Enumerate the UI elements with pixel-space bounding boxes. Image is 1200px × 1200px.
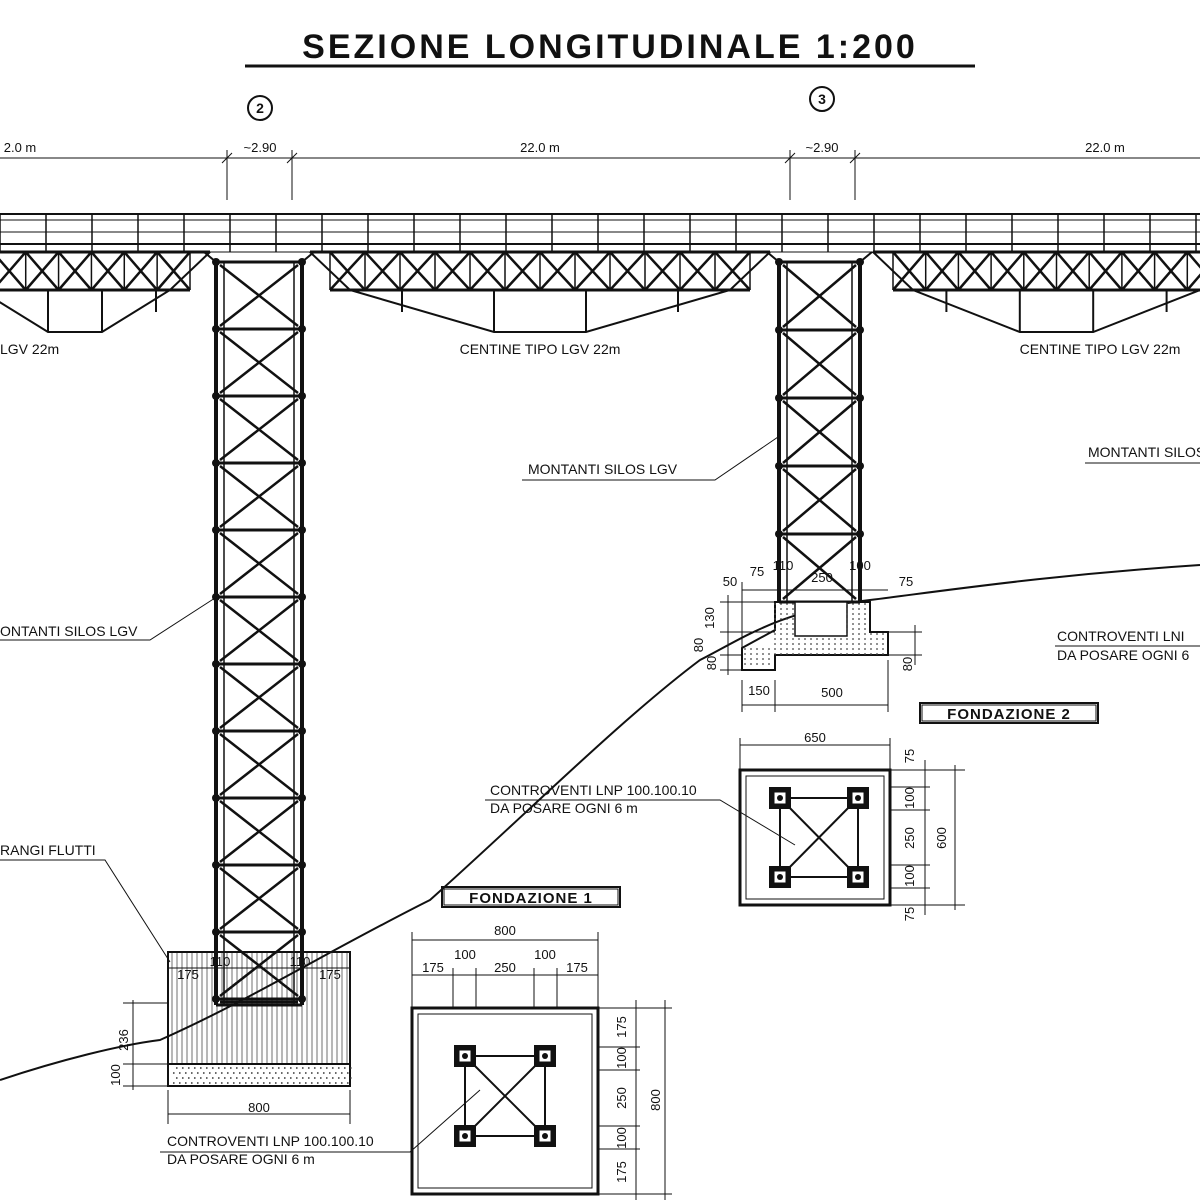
centine-mid-label: CENTINE TIPO LGV 22m	[460, 341, 621, 357]
f1-dim-r250: 250	[614, 1087, 629, 1109]
controventi-right-label-2: DA POSARE OGNI 6	[1057, 647, 1189, 663]
f2-dim-75a: 75	[902, 749, 917, 763]
f1-dim-175a: 175	[422, 960, 444, 975]
s1-dim-175a: 175	[177, 967, 199, 982]
drawing-title: SEZIONE LONGITUDINALE 1:200	[302, 28, 918, 66]
s1-dim-110b: 110	[290, 954, 311, 969]
fondazione-2-title: FONDAZIONE 2	[947, 706, 1071, 723]
axis-marker-3: 3	[809, 86, 835, 112]
controventi-mid-label-2: DA POSARE OGNI 6 m	[490, 800, 638, 816]
s2-dim-80a: 80	[691, 638, 706, 652]
montanti-right-label: MONTANTI SILOS	[1088, 444, 1200, 460]
fondazione-1-plan	[410, 932, 672, 1200]
montanti-left-leader	[0, 597, 216, 641]
pier-tower-3	[766, 251, 873, 604]
fondazione-1-title-box	[441, 886, 621, 908]
controventi-bot-label-2: DA POSARE OGNI 6 m	[167, 1151, 315, 1167]
svg-text:3: 3	[818, 91, 826, 107]
s2-dim-500: 500	[821, 685, 843, 700]
frangi-flutti-label: RANGI FLUTTI	[0, 842, 96, 858]
f2-dim-650: 650	[804, 730, 826, 745]
fondazione-1-title: FONDAZIONE 1	[469, 890, 593, 907]
f2-dim-75b: 75	[902, 907, 917, 921]
f1-dim-r100a: 100	[614, 1047, 629, 1069]
s1-dim-175b: 175	[319, 967, 341, 982]
pier-3-width-dim: ~2.90	[806, 140, 839, 155]
s2-dim-50: 50	[723, 574, 737, 589]
controventi-mid-leader	[485, 799, 796, 846]
svg-text:2: 2	[256, 100, 264, 116]
s2-dim-75a: 75	[750, 564, 764, 579]
montanti-left-label: ONTANTI SILOS LGV	[0, 623, 138, 639]
fondazione-2-plan	[738, 738, 965, 915]
f2-dim-100a: 100	[902, 787, 917, 809]
footing-section-2	[720, 582, 922, 712]
controventi-bot-label-1: CONTROVENTI LNP 100.100.10	[167, 1133, 374, 1149]
axis-marker-2: 2	[247, 95, 273, 121]
span-right-dim: 22.0 m	[1085, 140, 1125, 155]
controventi-bot-leader	[160, 1089, 481, 1153]
f2-dim-250: 250	[902, 827, 917, 849]
f1-dim-r800: 800	[648, 1089, 663, 1111]
f1-dim-r175a: 175	[614, 1016, 629, 1038]
centine-right-label: CENTINE TIPO LGV 22m	[1020, 341, 1181, 357]
footing-section-1	[123, 951, 352, 1124]
s1-dim-236: 236	[116, 1029, 131, 1051]
pier-tower-2	[203, 251, 315, 1007]
fondazione-2-title-box	[919, 702, 1099, 724]
frangi-flutti-leader	[0, 859, 171, 963]
s2-dim-110: 110	[773, 558, 794, 573]
s2-dim-80b: 80	[704, 656, 719, 670]
f1-dim-100b: 100	[534, 947, 556, 962]
span-left-dim: 2.0 m	[4, 140, 37, 155]
f1-dim-175b: 175	[566, 960, 588, 975]
s1-dim-100: 100	[108, 1064, 123, 1086]
centina-truss-left	[0, 250, 211, 333]
f2-dim-600: 600	[934, 827, 949, 849]
controventi-mid-label-1: CONTROVENTI LNP 100.100.10	[490, 782, 697, 798]
s2-dim-100: 100	[849, 558, 871, 573]
span-mid-dim: 22.0 m	[520, 140, 560, 155]
pier-2-width-dim: ~2.90	[244, 140, 277, 155]
f1-dim-r175b: 175	[614, 1161, 629, 1183]
f1-dim-800: 800	[494, 923, 516, 938]
f1-dim-100a: 100	[454, 947, 476, 962]
s2-dim-250: 250	[811, 570, 833, 585]
deck	[0, 213, 1200, 253]
s2-dim-150: 150	[748, 683, 770, 698]
centine-left-label: LGV 22m	[0, 341, 59, 357]
span-dimension-line	[0, 150, 1200, 200]
s2-dim-130: 130	[702, 607, 717, 629]
montanti-mid-leader	[522, 436, 779, 481]
f2-dim-100b: 100	[902, 865, 917, 887]
centina-truss-right	[872, 250, 1200, 333]
s2-dim-75b: 75	[899, 574, 913, 589]
ground-line	[0, 564, 1200, 1081]
s2-dim-80c: 80	[900, 657, 915, 671]
montanti-mid-label: MONTANTI SILOS LGV	[528, 461, 678, 477]
controventi-right-label-1: CONTROVENTI LNI	[1057, 628, 1185, 644]
s1-dim-110a: 110	[210, 954, 231, 969]
centina-truss-mid	[309, 250, 771, 333]
f1-dim-250: 250	[494, 960, 516, 975]
f1-dim-r100b: 100	[614, 1127, 629, 1149]
s1-dim-800: 800	[248, 1100, 270, 1115]
